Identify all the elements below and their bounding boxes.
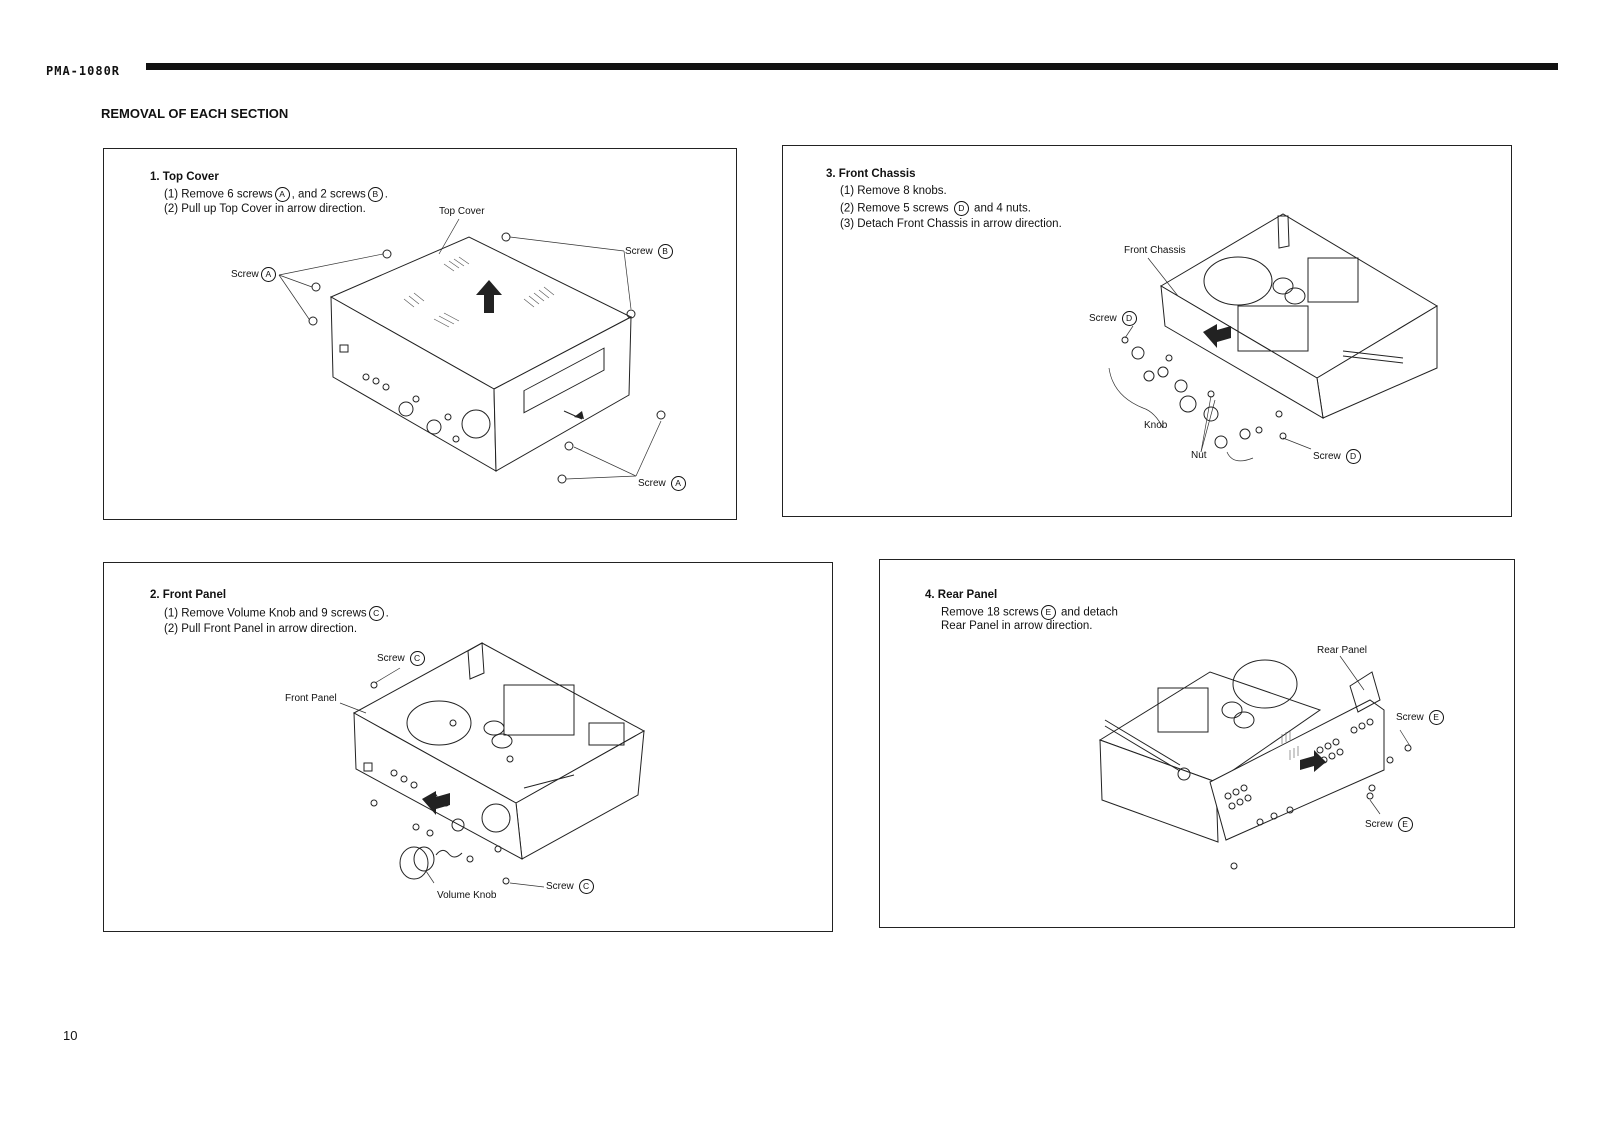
panel-front-panel: 2. Front Panel (1) Remove Volume Knob an… <box>103 562 833 932</box>
label-knob: Knob <box>1144 420 1168 431</box>
model-number: PMA-1080R <box>46 64 121 78</box>
label-top-cover: Top Cover <box>439 206 485 217</box>
page-title: REMOVAL OF EACH SECTION <box>101 106 289 121</box>
label-rear-panel: Rear Panel <box>1317 645 1368 656</box>
label-volume-knob: Volume Knob <box>437 890 497 901</box>
top-cover-illustration <box>278 218 666 484</box>
step-rear-panel-2: Rear Panel in arrow direction. <box>941 620 1093 632</box>
heading-front-chassis: 3. Front Chassis <box>826 168 916 180</box>
label-screw-b: Screw B <box>625 244 675 259</box>
heading-front-panel: 2. Front Panel <box>150 589 227 601</box>
front-panel-illustration <box>339 642 646 888</box>
page-number: 10 <box>63 1028 78 1043</box>
step-front-chassis-2: (2) Remove 5 screws D and 4 nuts. <box>840 201 1031 216</box>
step-front-panel-2: (2) Pull Front Panel in arrow direction. <box>164 623 358 635</box>
step-front-chassis-1: (1) Remove 8 knobs. <box>840 185 947 197</box>
heading-top-cover: 1. Top Cover <box>150 171 219 183</box>
label-front-panel: Front Panel <box>285 693 337 704</box>
label-nut: Nut <box>1191 450 1207 461</box>
step-front-chassis-3: (3) Detach Front Chassis in arrow direct… <box>840 218 1062 230</box>
label-screw-c-bottom: Screw C <box>546 879 596 894</box>
header-rule <box>146 63 1558 70</box>
label-screw-e-bottom: Screw E <box>1365 817 1415 832</box>
label-screw-c-top: Screw C <box>377 651 427 666</box>
label-screw-e-top: Screw E <box>1396 710 1446 725</box>
label-screw-d-right: Screw D <box>1313 449 1363 464</box>
rear-panel-illustration <box>1098 655 1412 870</box>
label-screw-a-bottom: Screw A <box>638 476 688 491</box>
heading-rear-panel: 4. Rear Panel <box>925 589 998 601</box>
front-chassis-illustration <box>1108 213 1438 462</box>
step-top-cover-2: (2) Pull up Top Cover in arrow direction… <box>164 203 366 215</box>
label-screw-d-left: Screw D <box>1089 311 1139 326</box>
label-front-chassis: Front Chassis <box>1124 245 1186 256</box>
panel-front-chassis: 3. Front Chassis (1) Remove 8 knobs. (2)… <box>782 145 1512 517</box>
